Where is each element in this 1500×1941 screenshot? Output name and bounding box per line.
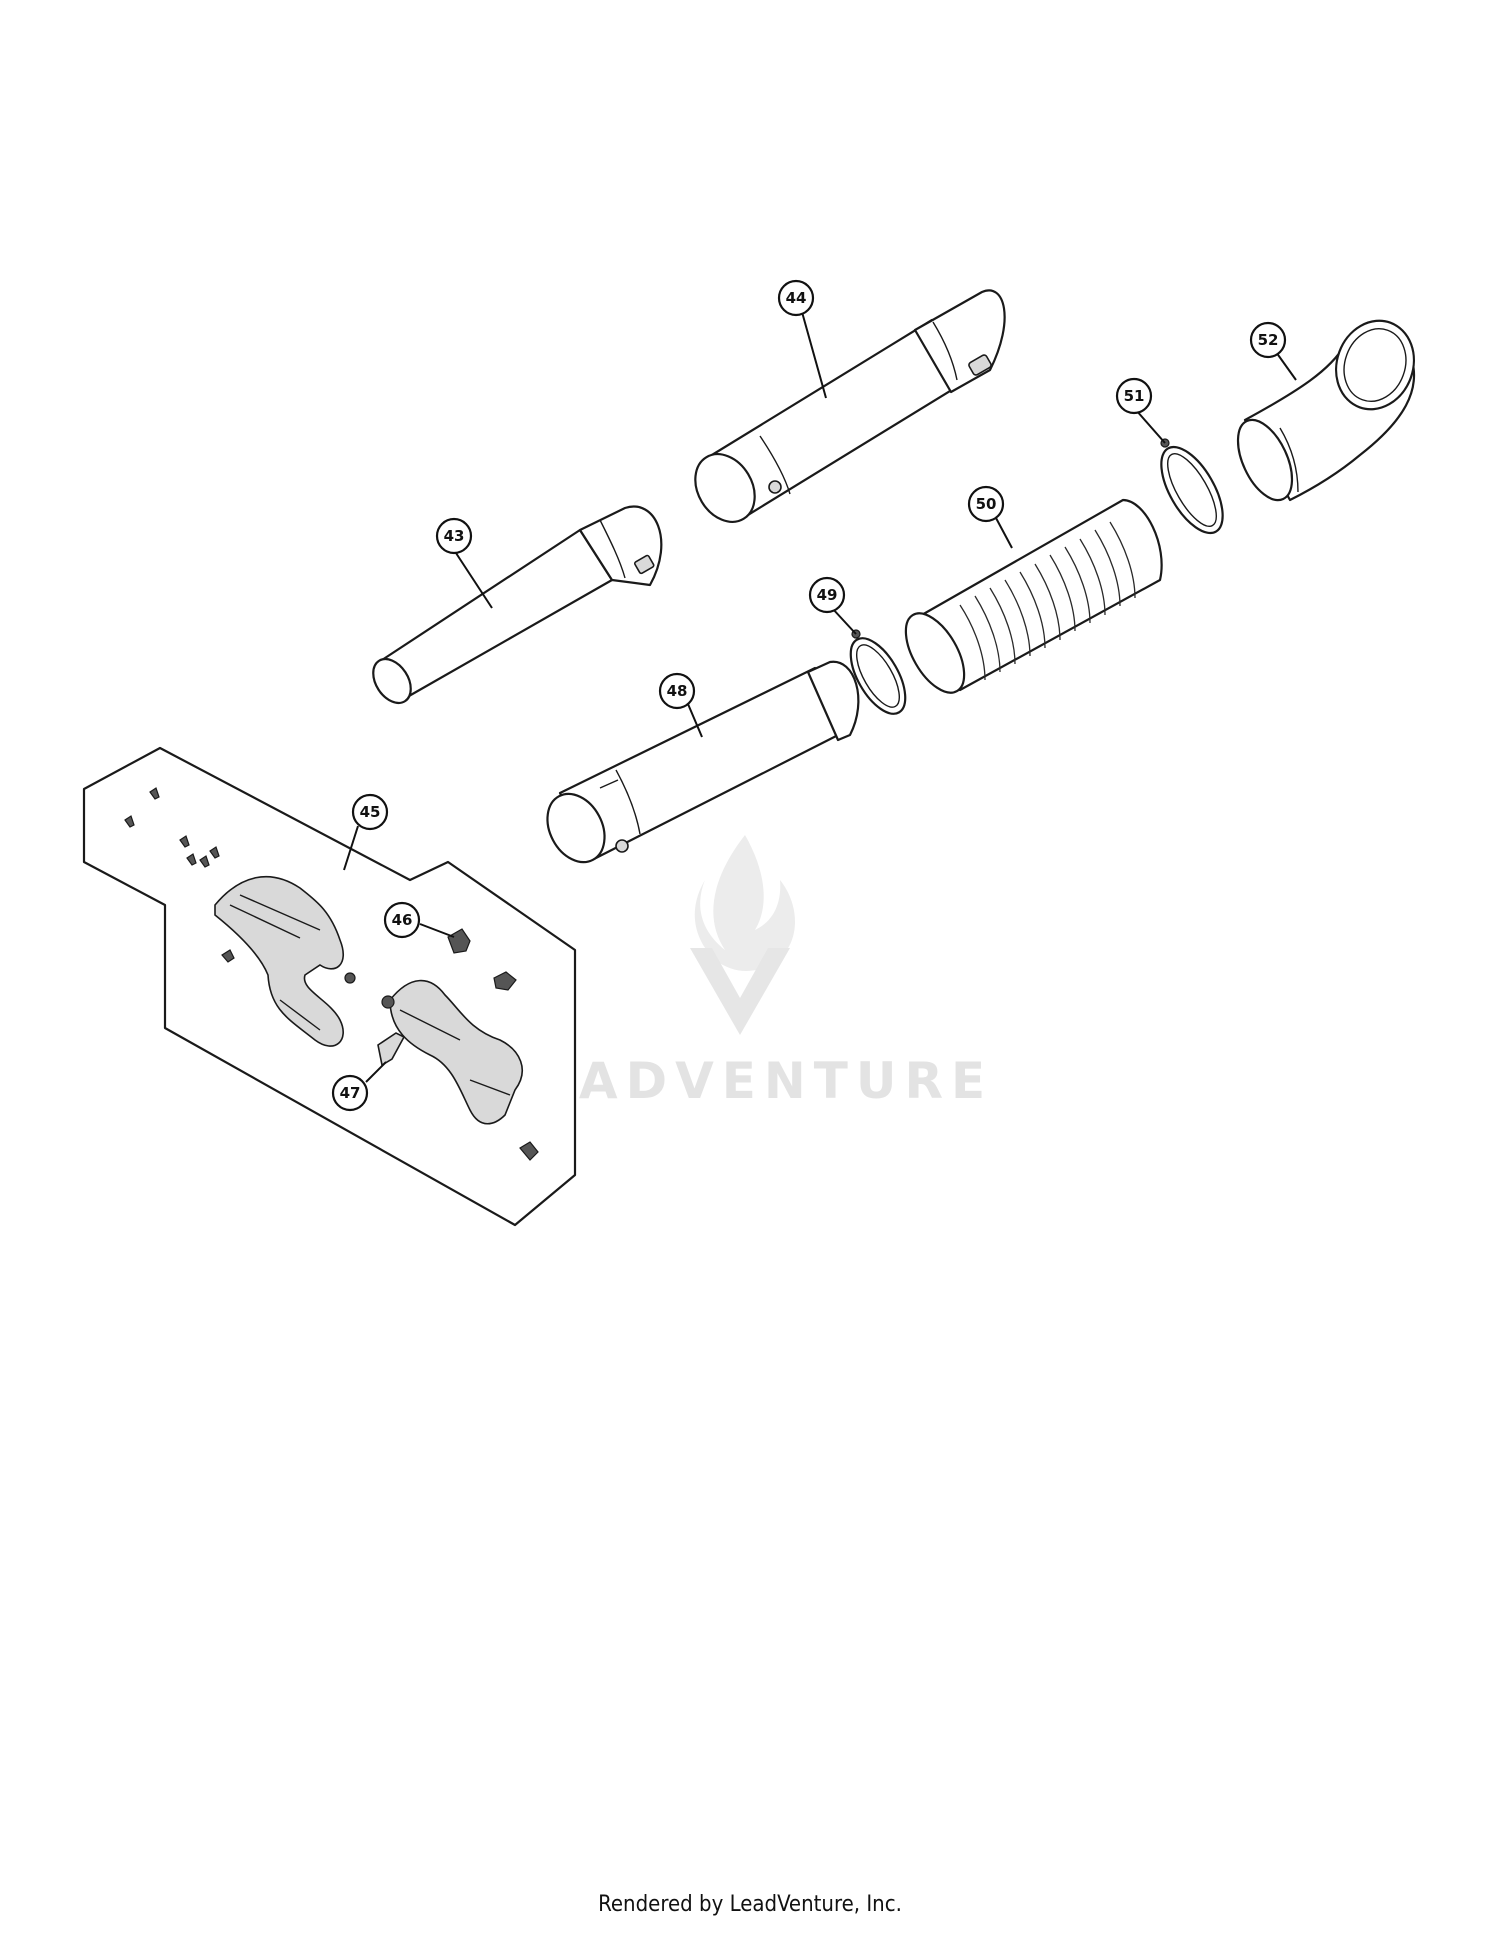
leadventure-watermark: LEADVENTURE [497,835,993,1110]
part-51-clamp [1160,438,1224,535]
callout-44: 44 [777,279,815,317]
screws [124,787,235,963]
svg-text:48: 48 [667,682,688,700]
part-46-switch [447,928,471,954]
part-47-trigger [377,1032,406,1067]
callout-49: 49 [808,576,846,614]
svg-text:43: 43 [444,527,465,545]
footer-credit: Rendered by LeadVenture, Inc. [598,1892,902,1917]
svg-text:49: 49 [817,586,838,604]
svg-text:44: 44 [786,289,807,307]
svg-text:51: 51 [1124,387,1145,405]
part-44-tube [694,289,1006,523]
svg-text:50: 50 [976,495,997,513]
watermark-text: LEADVENTURE [497,1052,993,1110]
part-43-nozzle [372,505,663,705]
part-50-flex-hose [904,498,1163,694]
callout-47: 47 [331,1074,369,1112]
callout-52: 52 [1249,321,1287,359]
callout-48: 48 [658,672,696,710]
callout-43: 43 [435,517,473,555]
part-45-handle-kit [82,746,577,1227]
callout-50: 50 [967,485,1005,523]
part-48-tube [546,660,860,864]
callout-51: 51 [1115,377,1153,415]
callout-45: 45 [351,793,389,831]
part-52-elbow [1236,319,1416,502]
svg-text:52: 52 [1258,331,1279,349]
svg-text:47: 47 [340,1084,361,1102]
svg-text:46: 46 [392,911,413,929]
callout-46: 46 [383,901,421,939]
svg-text:45: 45 [360,803,381,821]
